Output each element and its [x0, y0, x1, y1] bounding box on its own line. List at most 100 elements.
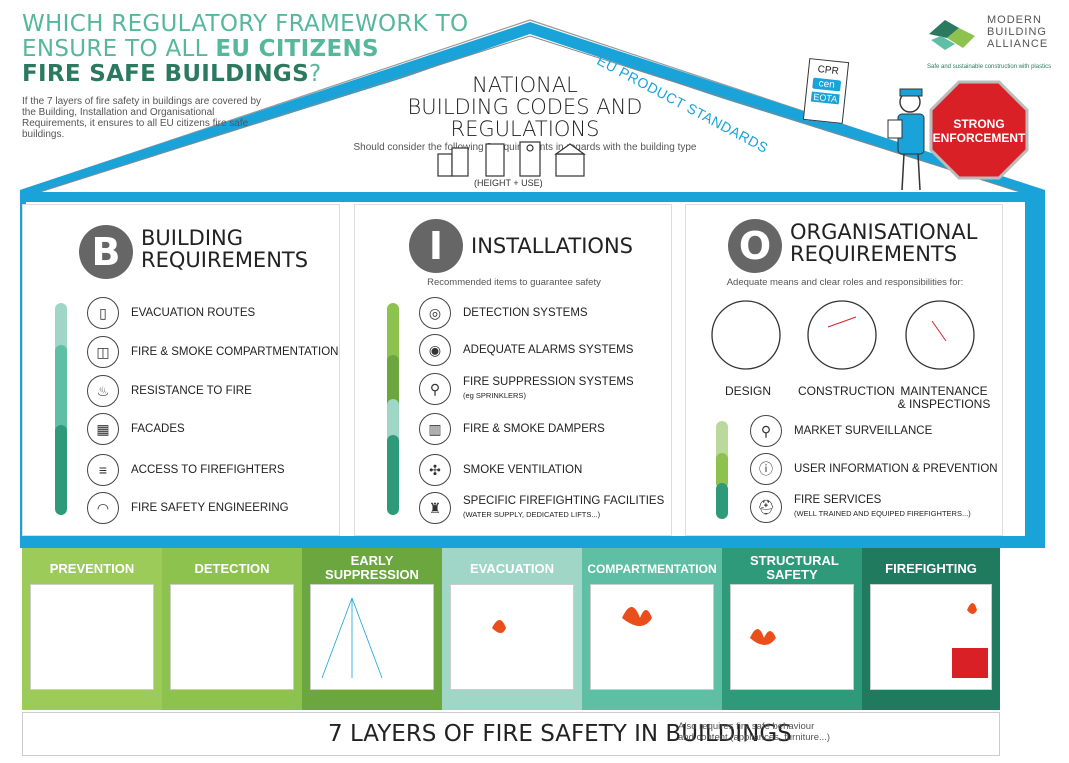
layer-label: COMPARTMENTATION [587, 562, 717, 576]
firefighter-icon: ⛑ [750, 491, 782, 523]
intro-text: If the 7 layers of fire safety in buildi… [22, 96, 262, 140]
building-title-1: BUILDING [141, 226, 244, 250]
layer-illustration [310, 584, 434, 690]
organisational-title-1: ORGANISATIONAL [790, 220, 978, 244]
building-types-icon [437, 141, 586, 177]
title-line-3-b: ? [308, 61, 322, 87]
installations-bar-4 [387, 435, 399, 515]
title-line-2: ENSURE TO ALL EU CITIZENS [22, 37, 468, 62]
building-item-label: EVACUATION ROUTES [131, 307, 256, 319]
inspector-figure [887, 88, 925, 191]
org-item-surveillance: ⚲ MARKET SURVEILLANCE [750, 415, 932, 447]
roles-illustration [711, 300, 975, 370]
organisational-title-2: REQUIREMENTS [790, 242, 958, 266]
layer-label: EARLY SUPPRESSION [325, 553, 419, 582]
building-item-resistance: ♨ RESISTANCE TO FIRE [87, 375, 252, 407]
org-item-note: (WELL TRAINED AND EQUIPED FIREFIGHTERS..… [794, 509, 971, 518]
building-item-evacuation: ▯EVACUATION ROUTES [87, 297, 255, 329]
building-bar-3 [55, 425, 67, 515]
seven-layers-note: Also requires fire safe behaviour and co… [678, 721, 830, 743]
installations-panel: I INSTALLATIONS Recommended items to gua… [354, 204, 672, 536]
building-item-facades: ▦FACADES [87, 413, 185, 445]
building-item-label: ACCESS TO FIREFIGHTERS [131, 464, 285, 476]
install-item-label: SMOKE VENTILATION [463, 464, 583, 476]
role-maintenance-label: MAINTENANCE [900, 384, 988, 398]
install-item-label: FIRE & SMOKE DAMPERS [463, 423, 605, 435]
national-title-1: NATIONAL [472, 73, 578, 97]
role-construction-label: CONSTRUCTION [798, 384, 895, 398]
magnifier-icon: ⚲ [750, 415, 782, 447]
layer-illustration [590, 584, 714, 690]
mba-logo: MODERN BUILDING ALLIANCE Safe and sustai… [925, 14, 1065, 70]
organisational-subtitle: Adequate means and clear roles and respo… [726, 277, 964, 288]
layer-illustration [450, 584, 574, 690]
letter-o-badge: O [728, 219, 782, 273]
logo-tagline: Safe and sustainable construction with p… [927, 64, 1052, 70]
layer-illustration [170, 584, 294, 690]
height-use-label: (HEIGHT + USE) [474, 178, 543, 188]
building-item-label: RESISTANCE TO FIRE [131, 385, 252, 397]
layer-early-suppression: EARLY SUPPRESSION [302, 548, 442, 710]
seven-layers-note-2: and content (appliances, furniture...) [678, 732, 831, 743]
layer-label: FIREFIGHTING [885, 561, 977, 576]
layer-evacuation: EVACUATION [442, 548, 582, 710]
org-item-label: USER INFORMATION & PREVENTION [794, 463, 998, 475]
title-line-2-b: EU CITIZENS [215, 36, 379, 62]
building-item-label: FIRE & SMOKE COMPARTMENTATION [131, 346, 339, 358]
install-item-facilities: ♜ SPECIFIC FIREFIGHTING FACILITIES(WATER … [419, 492, 664, 524]
flame-icon: ♨ [87, 375, 119, 407]
logo-name: MODERN BUILDING ALLIANCE [987, 14, 1048, 50]
install-item-label: SPECIFIC FIREFIGHTING FACILITIES(WATER S… [463, 495, 664, 521]
building-item-access: ≡ACCESS TO FIREFIGHTERS [87, 454, 285, 486]
cpr-badge: CPR [817, 64, 840, 78]
organisational-panel: O ORGANISATIONAL REQUIREMENTS Adequate m… [685, 204, 1003, 536]
building-bar-2 [55, 345, 67, 435]
logo-name-3: ALLIANCE [987, 38, 1049, 50]
title-line-1: WHICH REGULATORY FRAMEWORK TO [22, 11, 469, 37]
title-line-3-a: FIRE SAFE BUILDINGS [22, 61, 309, 87]
hydrant-icon: ♜ [419, 492, 451, 524]
org-item-fire-services: ⛑ FIRE SERVICES (WELL TRAINED AND EQUIPED … [750, 491, 971, 523]
eota-badge: EOTA [810, 91, 840, 105]
enforcement-line-1: STRONG [953, 117, 1005, 131]
role-construction: CONSTRUCTION [798, 384, 895, 398]
cen-badge: cen [812, 77, 842, 92]
install-item-detection: ◎DETECTION SYSTEMS [419, 297, 588, 329]
building-item-engineering: ◠FIRE SAFETY ENGINEERING [87, 492, 289, 524]
layer-compartmentation: COMPARTMENTATION [582, 548, 722, 710]
install-item-note: (eg SPRINKLERS) [463, 391, 526, 400]
seven-layers-strip: PREVENTION DETECTION EARLY SUPPRESSION E… [22, 548, 1000, 710]
title-line-3: FIRE SAFE BUILDINGS? [22, 62, 468, 87]
org-bar-2 [716, 453, 728, 489]
layer-prevention: PREVENTION [22, 548, 162, 710]
enforcement-line-2: ENFORCEMENT [932, 131, 1026, 145]
install-item-ventilation: ✣SMOKE VENTILATION [419, 454, 582, 486]
install-item-label-text: FIRE SUPPRESSION SYSTEMS [463, 376, 634, 388]
org-item-label: MARKET SURVEILLANCE [794, 425, 933, 437]
seven-layers-title-box: 7 LAYERS OF FIRE SAFETY IN BUILDINGS Als… [22, 712, 1000, 756]
org-bar-3 [716, 483, 728, 519]
role-design: DESIGN [708, 385, 788, 398]
org-item-label: FIRE SERVICES (WELL TRAINED AND EQUIPED F… [794, 494, 971, 520]
strong-enforcement-stop-sign [929, 80, 1029, 180]
seven-layers-title: 7 LAYERS OF FIRE SAFETY IN BUILDINGS [328, 721, 792, 747]
layer-detection: DETECTION [162, 548, 302, 710]
install-item-label: ADEQUATE ALARMS SYSTEMS [463, 344, 634, 356]
title-line-2-a: ENSURE TO ALL [22, 36, 216, 62]
mba-logo-icon [929, 20, 975, 50]
letter-b-badge: B [79, 225, 133, 279]
logo-name-1: MODERN [987, 14, 1042, 26]
damper-icon: ▥ [419, 413, 451, 445]
role-design-label: DESIGN [724, 384, 771, 398]
building-item-label: FIRE SAFETY ENGINEERING [131, 502, 289, 514]
org-item-label-text: FIRE SERVICES [794, 494, 882, 506]
building-item-compartmentation: ◫FIRE & SMOKE COMPARTMENTATION [87, 336, 338, 368]
install-item-alarms: ◉ADEQUATE ALARMS SYSTEMS [419, 334, 633, 366]
page-title: WHICH REGULATORY FRAMEWORK TO ENSURE TO … [22, 12, 468, 87]
building-requirements-panel: B BUILDING REQUIREMENTS ▯EVACUATION ROUT… [22, 204, 340, 536]
installations-bar-3 [387, 399, 399, 445]
install-item-label: DETECTION SYSTEMS [463, 307, 588, 319]
standards-book: CPR cen EOTA [802, 58, 850, 124]
